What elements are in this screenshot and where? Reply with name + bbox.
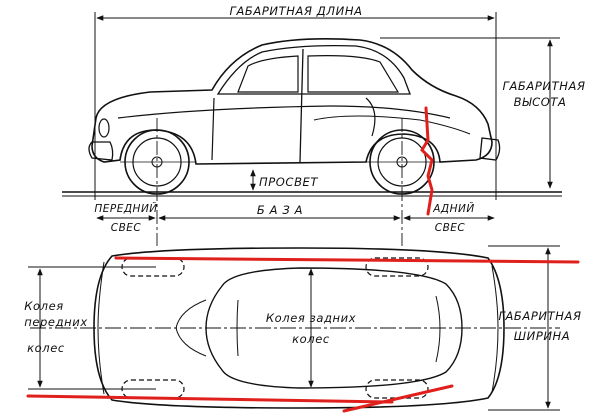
- side-view: [62, 12, 562, 246]
- front-overhang-label-line2: СВЕС: [111, 222, 142, 234]
- red-annotations: [26, 106, 580, 413]
- front-track-dimension: [28, 266, 156, 390]
- red-bottom-edge-line: [26, 394, 394, 404]
- front-bumper: [88, 141, 114, 161]
- front-track-label-line3: колес: [27, 341, 65, 355]
- front-track-label-line1: Колея: [24, 299, 64, 313]
- overall-width-label-line1: ГАБАРИТНАЯ: [498, 309, 581, 323]
- rear-left-wheel-top: [365, 257, 429, 277]
- overall-length-label: ГАБАРИТНАЯ ДЛИНА: [229, 4, 362, 18]
- overall-width-label-line2: ШИРИНА: [514, 329, 571, 343]
- front-track-label-line2: передних: [24, 315, 88, 329]
- cabin-top: [205, 267, 463, 389]
- clearance-label: ПРОСВЕТ: [259, 175, 318, 189]
- wheelbase-label: Б А З А: [257, 203, 303, 217]
- rear-overhang-label-line2: СВЕС: [435, 222, 466, 234]
- car-body-side: [91, 37, 493, 165]
- rear-track-label-line1: Колея задних: [266, 311, 356, 325]
- red-vertical-mark: [420, 106, 434, 216]
- overall-height-label-line1: ГАБАРИТНАЯ: [502, 79, 585, 93]
- rear-bumper: [479, 137, 501, 161]
- overall-height-label-line2: ВЫСОТА: [514, 95, 567, 109]
- red-diagonal-mark: [342, 384, 454, 413]
- front-overhang-label-line1: ПЕРЕДНИЙ: [94, 202, 157, 215]
- rear-track-label-line2: колес: [292, 332, 330, 346]
- overall-height-dimension: [380, 37, 560, 189]
- rear-right-wheel-top: [365, 379, 429, 399]
- rear-overhang-label-line1: АДНИЙ: [432, 202, 475, 215]
- overall-length-dimension: [94, 12, 497, 200]
- red-top-edge-line: [114, 256, 580, 264]
- top-view: [28, 245, 560, 411]
- overall-width-dimension: [488, 245, 560, 411]
